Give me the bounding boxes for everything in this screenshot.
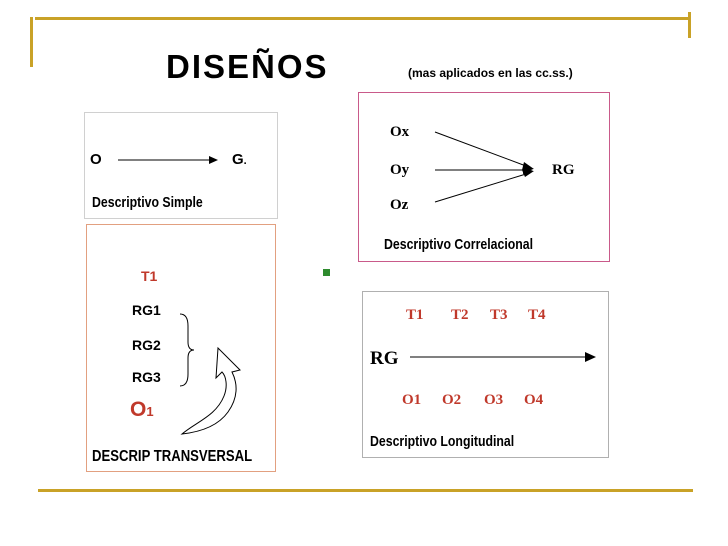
transversal-brace-and-curved-arrow [179,313,241,435]
simple-design-label: Descriptivo Simple [92,194,203,211]
bullet-marker [323,269,330,276]
simple-right-label: G. [232,151,247,168]
slide-title: DISEÑOS [166,48,329,85]
correlational-design-box [358,92,610,262]
transversal-design-label: DESCRIP TRANSVERSAL [92,448,253,465]
longitudinal-obs-o3: O3 [484,392,504,408]
longitudinal-design-box [362,291,609,458]
frame-right-line [688,12,691,38]
transversal-group-rg1: RG1 [132,302,161,318]
transversal-time-t1: T1 [141,268,158,284]
frame-left-line [30,17,33,67]
transversal-observation: O1 [130,398,154,421]
longitudinal-design-label: Descriptivo Longitudinal [370,433,515,450]
frame-top-line [35,17,690,20]
longitudinal-arrow [410,352,596,362]
correlational-var-ox: Ox [390,124,410,140]
longitudinal-time-t3: T3 [490,307,508,323]
longitudinal-time-t2: T2 [451,307,469,323]
longitudinal-group-rg: RG [370,348,399,369]
longitudinal-obs-o4: O4 [524,392,544,408]
simple-design-box [84,112,278,219]
correlational-var-oy: Oy [390,162,410,178]
frame-bottom-line [38,489,693,492]
correlational-target-rg: RG [552,162,575,178]
correlational-arrows [434,131,534,203]
slide-subtitle: (mas aplicados en las cc.ss.) [408,66,573,80]
transversal-design-box [86,224,276,472]
longitudinal-time-t4: T4 [528,307,546,323]
transversal-group-rg3: RG3 [132,369,161,385]
simple-left-label: O [90,151,102,168]
correlational-design-label: Descriptivo Correlacional [384,236,534,253]
transversal-group-rg2: RG2 [132,337,161,353]
correlational-var-oz: Oz [390,197,409,213]
simple-arrow [118,156,218,164]
longitudinal-time-t1: T1 [406,307,424,323]
longitudinal-obs-o1: O1 [402,392,422,408]
longitudinal-obs-o2: O2 [442,392,462,408]
